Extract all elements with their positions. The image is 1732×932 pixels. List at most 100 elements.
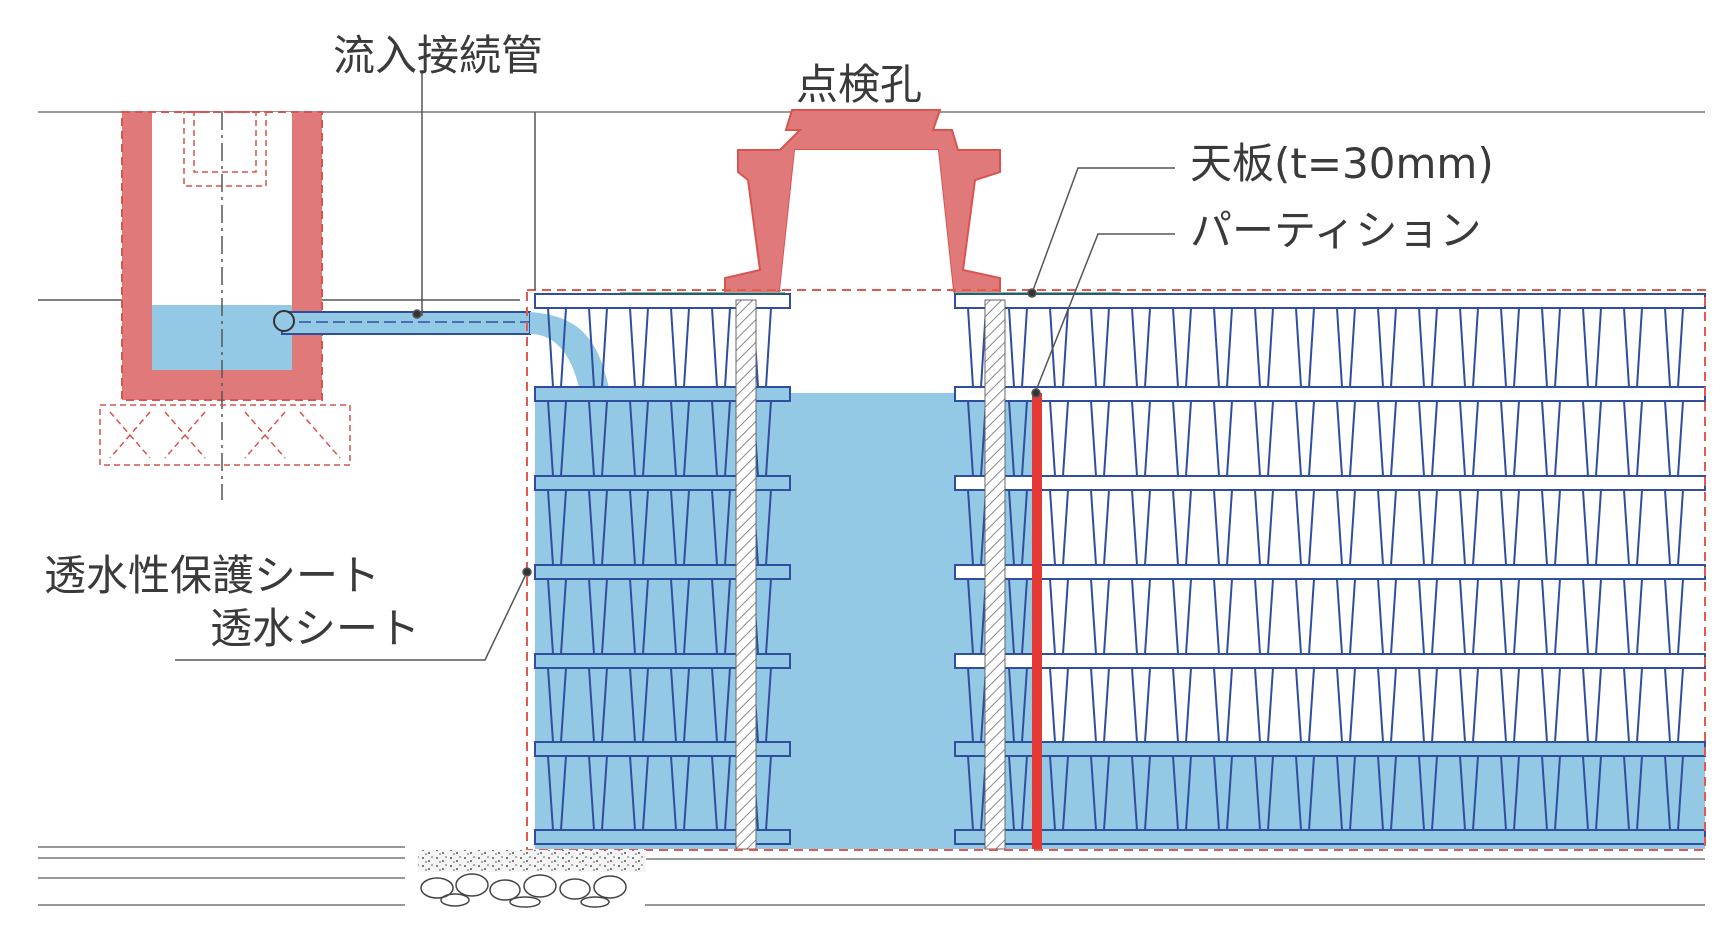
frame-post: [1295, 400, 1315, 477]
frame-beam: [534, 293, 791, 309]
frame-post: [1377, 755, 1397, 831]
gravel-foundation: [418, 850, 646, 908]
frame-post: [1254, 400, 1274, 477]
frame-post: [1500, 489, 1520, 566]
frame-post: [1418, 667, 1438, 743]
frame-post: [1131, 667, 1151, 743]
frame-post: [1541, 400, 1561, 477]
storage-tank: [526, 289, 1706, 851]
frame-post: [1336, 489, 1356, 566]
frame-post: [711, 489, 731, 566]
frame-post: [1336, 667, 1356, 743]
frame-post: [1582, 489, 1602, 566]
frame-post: [711, 667, 731, 743]
frame-beam: [534, 386, 791, 402]
frame-post: [670, 578, 690, 655]
frame-beam: [954, 653, 1706, 669]
frame-post: [711, 307, 731, 388]
frame-post: [588, 755, 608, 831]
frame-post: [547, 755, 567, 831]
top-plate-label: 天板(t=30mm): [1190, 139, 1494, 188]
frame-post: [1418, 755, 1438, 831]
leader-lines: [175, 70, 1175, 661]
frame-post: [1008, 400, 1028, 477]
frame-post: [1336, 578, 1356, 655]
frame-post: [1541, 307, 1561, 388]
frame-post: [1459, 755, 1479, 831]
frame-post: [1582, 400, 1602, 477]
frame-post: [1213, 307, 1233, 388]
frame-post: [1172, 489, 1192, 566]
frame-post: [1623, 667, 1643, 743]
frame-post: [1213, 489, 1233, 566]
frame-beam: [954, 293, 1706, 309]
frame-post: [1623, 489, 1643, 566]
frame-post: [1336, 755, 1356, 831]
frame-beam: [534, 829, 791, 845]
frame-post: [1213, 755, 1233, 831]
frame-beam: [954, 475, 1706, 491]
frame-post: [1131, 400, 1151, 477]
frame-post: [1090, 578, 1110, 655]
frame-post: [1213, 400, 1233, 477]
frame-post: [1254, 578, 1274, 655]
frame-post: [1377, 489, 1397, 566]
frame-post: [1664, 755, 1684, 831]
frame-post: [1131, 578, 1151, 655]
frame-post: [1090, 307, 1110, 388]
frame-post: [629, 667, 649, 743]
frame-post: [1377, 578, 1397, 655]
frame-post: [1377, 667, 1397, 743]
frame-beam: [954, 829, 1706, 845]
frame-beam: [954, 386, 1706, 402]
frame-post: [1418, 489, 1438, 566]
frame-beam: [534, 653, 791, 669]
frame-post: [588, 307, 608, 388]
frame-post: [1131, 755, 1151, 831]
frame-post: [1582, 307, 1602, 388]
partition-label: パーティション: [1190, 206, 1481, 255]
frame-post: [1049, 755, 1069, 831]
frame-post: [1172, 755, 1192, 831]
frame-beam: [954, 564, 1706, 580]
frame-post: [670, 400, 690, 477]
frame-post: [1459, 667, 1479, 743]
frame-post: [1213, 578, 1233, 655]
frame-post: [1582, 755, 1602, 831]
inspection-hole-label: 点検孔: [796, 60, 922, 109]
frame-post: [1008, 578, 1028, 655]
frame-beam: [534, 564, 791, 580]
frame-post: [1295, 307, 1315, 388]
frame-post: [1254, 667, 1274, 743]
frame-post: [1172, 578, 1192, 655]
frame-post: [1623, 400, 1643, 477]
partition-wall: [1032, 393, 1042, 849]
frame-post: [1049, 667, 1069, 743]
frame-post: [1623, 578, 1643, 655]
frame-post: [1172, 307, 1192, 388]
frame-post: [1295, 578, 1315, 655]
frame-post: [547, 489, 567, 566]
frame-post: [1459, 307, 1479, 388]
frame-post: [1664, 307, 1684, 388]
frame-post: [1541, 578, 1561, 655]
inflow-pipe: [273, 310, 610, 393]
frame-post: [1336, 307, 1356, 388]
frame-post: [1500, 400, 1520, 477]
frame-post: [547, 578, 567, 655]
frame-post: [588, 489, 608, 566]
frame-post: [711, 400, 731, 477]
frame-post: [1500, 667, 1520, 743]
frame-post: [1623, 307, 1643, 388]
frame-post: [711, 755, 731, 831]
frame-post: [629, 489, 649, 566]
frame-post: [1336, 400, 1356, 477]
frame-post: [1295, 489, 1315, 566]
frame-post: [547, 307, 567, 388]
frame-post: [1131, 307, 1151, 388]
frame-post: [1664, 667, 1684, 743]
inspection-hole: [724, 109, 1001, 301]
frame-post: [1377, 307, 1397, 388]
frame-post: [1500, 755, 1520, 831]
